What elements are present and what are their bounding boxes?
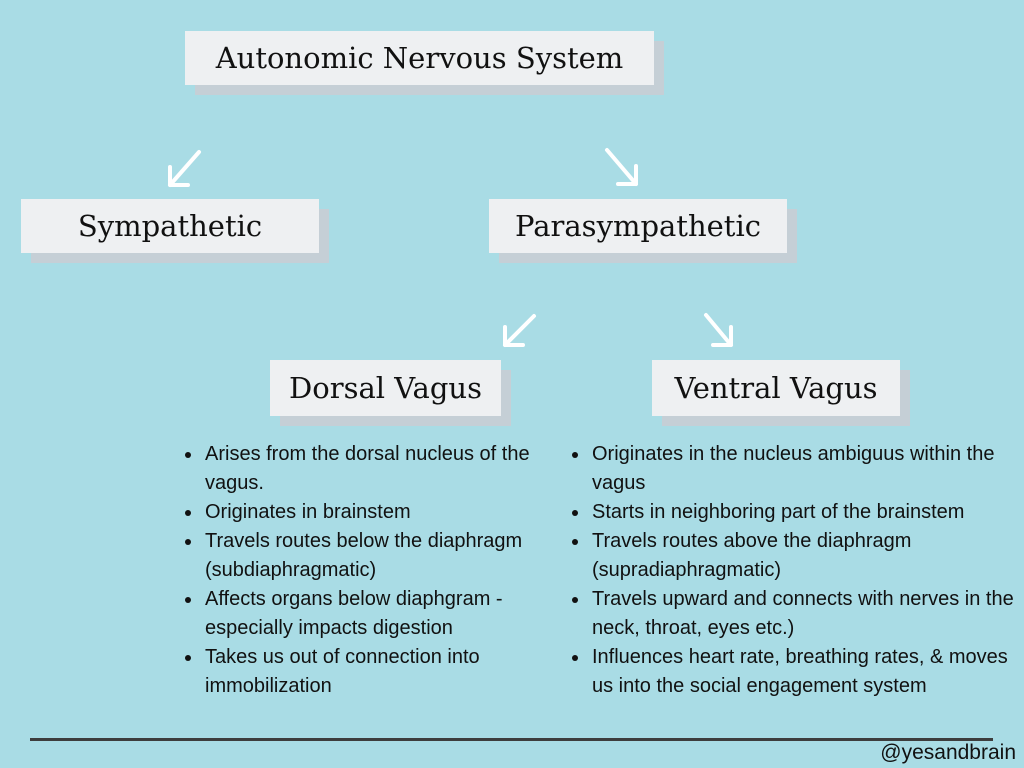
node-parasympathetic: Parasympathetic xyxy=(489,199,787,253)
node-sympathetic: Sympathetic xyxy=(21,199,319,253)
dorsal-vagus-list: Arises from the dorsal nucleus of the va… xyxy=(183,440,548,701)
list-item: Travels routes above the diaphragm (supr… xyxy=(590,527,1020,585)
list-item: Travels upward and connects with nerves … xyxy=(590,585,1020,643)
node-label: Autonomic Nervous System xyxy=(215,41,624,75)
list-item: Affects organs below diaphgram - especia… xyxy=(203,585,548,643)
list-item: Travels routes below the diaphragm (subd… xyxy=(203,527,548,585)
list-item: Influences heart rate, breathing rates, … xyxy=(590,643,1020,701)
node-label: Sympathetic xyxy=(77,209,263,243)
list-item: Originates in the nucleus ambiguus withi… xyxy=(590,440,1020,498)
node-label: Ventral Vagus xyxy=(674,371,878,405)
list-item: Takes us out of connection into immobili… xyxy=(203,643,548,701)
node-ventral-vagus: Ventral Vagus xyxy=(652,360,900,416)
arrow-down-right-icon xyxy=(605,148,638,186)
node-autonomic-nervous-system: Autonomic Nervous System xyxy=(185,31,654,85)
list-item: Arises from the dorsal nucleus of the va… xyxy=(203,440,548,498)
arrow-down-left-icon xyxy=(503,314,536,347)
footer-divider xyxy=(30,738,993,741)
footer-handle: @yesandbrain xyxy=(880,741,1016,764)
node-label: Dorsal Vagus xyxy=(289,371,482,405)
node-label: Parasympathetic xyxy=(515,209,761,243)
node-dorsal-vagus: Dorsal Vagus xyxy=(270,360,501,416)
arrow-down-right-icon xyxy=(704,313,733,347)
arrow-down-left-icon xyxy=(168,150,201,187)
ventral-vagus-list: Originates in the nucleus ambiguus withi… xyxy=(570,440,1020,701)
list-item: Starts in neighboring part of the brains… xyxy=(590,498,1020,527)
list-item: Originates in brainstem xyxy=(203,498,548,527)
